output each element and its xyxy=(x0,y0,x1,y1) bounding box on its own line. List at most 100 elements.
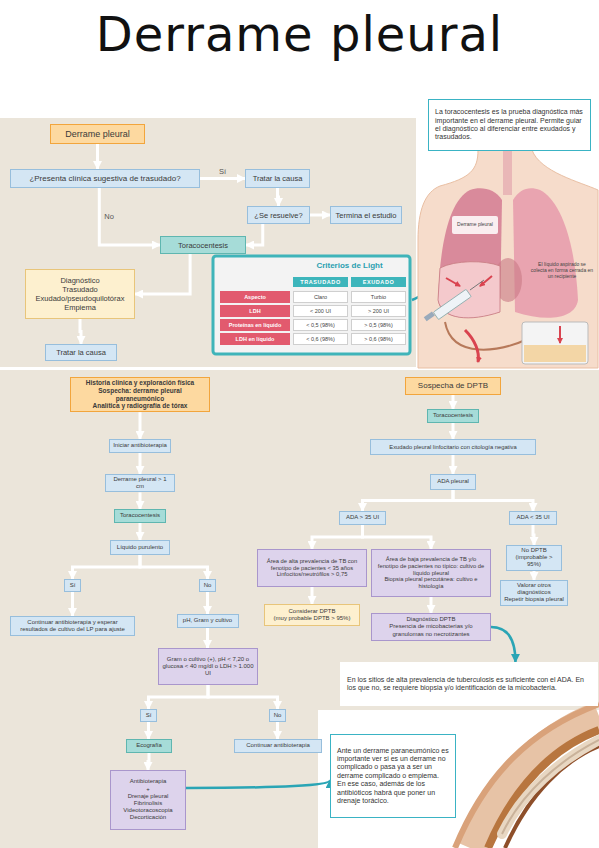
table-row-label: LDH xyxy=(220,305,290,317)
chest-drain-illustration xyxy=(455,704,599,848)
table-header: TRASUDADO xyxy=(293,277,348,287)
node-text: No xyxy=(204,582,212,589)
node-text: ¿Se resuelve? xyxy=(254,211,302,220)
flow-arrow xyxy=(139,492,142,509)
flow-arrow xyxy=(139,523,142,540)
table-frame xyxy=(213,256,410,354)
start-box: Derrame pleural xyxy=(50,124,145,144)
process-box: ¿Presenta clínica sugestiva de trasudado… xyxy=(10,169,200,188)
illustration-label: El líquido aspirado se colecta en forma … xyxy=(530,256,594,286)
flow-arrow xyxy=(363,525,432,549)
node-text: Gram o cultivo (+), pH < 7,20 o glucosa … xyxy=(162,656,254,678)
flow-arrow xyxy=(208,685,278,709)
node-text: Toracocentesis xyxy=(433,412,473,419)
node-text: Sospecha: derrame pleural paraneumónico xyxy=(74,387,206,403)
start-box: Sospecha de DPTB xyxy=(405,377,501,395)
flow-arrow xyxy=(139,453,142,474)
flow-arrow xyxy=(99,188,160,245)
node-text: En los sitios de alta prevalencia de tub… xyxy=(347,676,591,693)
criteria-box: Área de alta prevalencia de TB con fenot… xyxy=(257,549,367,587)
flow-arrow xyxy=(452,395,455,409)
node-text: Derrame pleural > 1 cm xyxy=(109,476,171,490)
flow-arrow xyxy=(139,412,142,439)
node-text: Linfocitos/neutrófilos > 0,75 xyxy=(277,571,348,578)
panel xyxy=(0,370,599,848)
criteria-box: Antibioterapia+Drenaje pleuralFibrinolis… xyxy=(110,770,186,830)
node-text: Analítica y radiografía de tórax xyxy=(92,402,187,410)
process-box: No xyxy=(199,579,216,592)
node-text: Tratar la causa xyxy=(56,348,106,357)
flow-arrow xyxy=(206,592,209,614)
flow-arrow xyxy=(310,214,330,217)
table-cell: < 200 UI xyxy=(293,305,348,317)
node-text: Toracocentesis xyxy=(178,241,228,250)
node-text: Área de baja prevalencia de TB y/o fenot… xyxy=(375,556,487,577)
node-text: Fibrinolisis xyxy=(134,800,162,807)
flow-arrow xyxy=(453,490,533,511)
table-row-label: Aspecto xyxy=(220,291,290,303)
criteria-box: Diagnóstico DPTBPresencia de micobacteri… xyxy=(371,613,491,641)
flow-arrow xyxy=(276,722,279,739)
node-text: Antibioterapia xyxy=(130,778,167,785)
white-area xyxy=(318,710,599,848)
node-text: Considerar DPTB xyxy=(288,608,335,615)
flow-arrow xyxy=(206,628,209,648)
flow-arrow xyxy=(312,525,363,549)
flow-arrow xyxy=(200,177,245,180)
node-text: Sospecha de DPTB xyxy=(418,381,488,391)
node-text: (improbable > 95%) xyxy=(510,554,558,568)
process-box: Sí xyxy=(140,709,157,722)
node-text: Continuar antibioterapia xyxy=(246,742,310,749)
process-box: Termina el estudio xyxy=(330,206,402,224)
table-cell: > 200 UI xyxy=(351,305,406,317)
node-text: Sí xyxy=(70,582,76,589)
edge-label: No xyxy=(104,212,114,221)
process-box: Derrame pleural > 1 cm xyxy=(105,474,175,492)
criteria-box: Gram o cultivo (+), pH < 7,20 o glucosa … xyxy=(158,648,258,685)
flow-arrow xyxy=(147,722,150,739)
node-text: Líquido purulento xyxy=(117,544,163,551)
result-box: Considerar DPTB(muy probable DPTB > 95%) xyxy=(264,604,360,626)
result-box: DiagnósticoTrasudadoExudado/pseudoquilot… xyxy=(25,269,135,319)
thorax-illustration xyxy=(418,150,598,368)
node-text: + xyxy=(146,786,150,793)
node-text: Diagnóstico xyxy=(60,276,99,285)
node-text: Exudado/pseudoquilotórax xyxy=(36,294,125,303)
process-box: Tratar la causa xyxy=(245,169,310,188)
table-row-label: Proteínas en líquido xyxy=(220,319,290,331)
process-box: ¿Se resuelve? xyxy=(247,206,310,224)
process-box: ADA < 35 UI xyxy=(509,511,557,525)
table-cell: < 0,6 (98%) xyxy=(293,333,348,345)
process-box: Sí xyxy=(64,579,81,592)
table-header: EXUDADO xyxy=(351,277,406,287)
table-cell: > 0,6 (98%) xyxy=(351,333,406,345)
flow-arrow xyxy=(148,753,149,770)
flow-arrow xyxy=(533,571,536,580)
node-text: Videotoracoscopia xyxy=(123,807,172,814)
process-box: Continuar antibioterapia xyxy=(234,739,322,753)
process-box: Tratar la causa xyxy=(45,344,117,361)
illustration-label: Derrame pleural xyxy=(452,216,498,234)
procedure-box: Toracocentesis xyxy=(160,236,246,254)
flow-arrow xyxy=(71,592,74,616)
process-box: Líquido purulento xyxy=(110,540,170,555)
node-text: Repetir biopsia pleural xyxy=(504,596,564,603)
table-row-label: LDH en líquido xyxy=(220,333,290,345)
flow-arrow xyxy=(149,685,209,709)
flow-arrow xyxy=(311,587,314,604)
callout-arrow xyxy=(186,780,330,788)
table-cell: Claro xyxy=(293,291,348,303)
flow-arrow xyxy=(452,423,455,439)
node-text: ADA > 35 UI xyxy=(346,514,379,521)
flow-arrow xyxy=(278,188,279,206)
table-cell: > 0,5 (98%) xyxy=(351,319,406,331)
node-text: Historia clínica y exploración física xyxy=(86,379,194,387)
node-text: Ecografía xyxy=(136,742,162,749)
flow-arrow xyxy=(452,455,455,474)
node-text: No DPTB xyxy=(521,547,546,554)
node-text: Drenaje pleural xyxy=(128,793,169,800)
process-box: pH, Gram y cultivo xyxy=(177,614,239,628)
flow-arrow xyxy=(140,555,208,579)
node-text: Decorticación xyxy=(130,814,166,821)
